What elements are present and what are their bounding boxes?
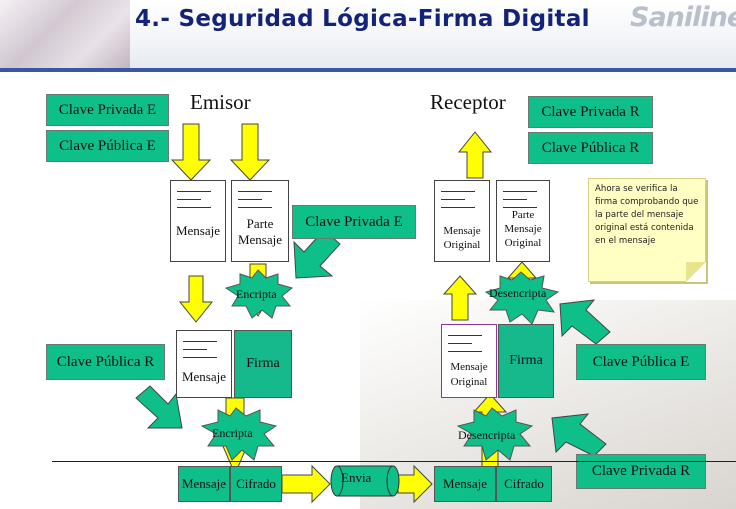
parte-mensaje-label-receptor: Mensaje xyxy=(504,223,542,235)
mensaje-original2-label-1: Mensaje xyxy=(450,361,488,373)
receptor-cifrado-cell: Cifrado xyxy=(496,466,552,502)
mensaje2-document: Mensaje xyxy=(176,330,232,398)
parte-mensaje-original-document: Parte Mensaje Original xyxy=(496,180,550,262)
envia-label: Envia xyxy=(341,470,372,485)
clave-publica-e-box-receptor: Clave Pública E xyxy=(576,344,706,380)
arrow-down-icon xyxy=(178,275,214,323)
slide-title: 4.- Seguridad Lógica-Firma Digital xyxy=(135,6,590,32)
arrow-down-icon xyxy=(170,123,212,181)
parte-label: Parte xyxy=(246,216,274,231)
firma-box: Firma xyxy=(234,330,292,398)
mensaje-original-document: Mensaje Original xyxy=(434,180,490,262)
document-lines xyxy=(177,191,211,215)
arrow-diagonal-icon xyxy=(551,413,607,457)
desencripta-top-burst xyxy=(484,271,560,325)
emisor-mensaje-cell: Mensaje xyxy=(178,466,230,502)
clave-privada-e-box: Clave Privada E xyxy=(46,94,169,126)
encripta-bottom-burst xyxy=(200,407,278,461)
verification-note: Ahora se verifica la firma comprobando q… xyxy=(588,178,706,282)
arrow-diagonal-icon xyxy=(559,299,611,345)
clave-privada-r-bottom-box: Clave Privada R xyxy=(576,454,706,489)
document-lines xyxy=(238,191,272,215)
mensaje2-label: Mensaje xyxy=(181,369,227,384)
desencripta-top-label: Desencripta xyxy=(489,286,547,300)
document-lines xyxy=(183,341,217,365)
clave-publica-r-box: Clave Pública R xyxy=(46,344,165,380)
mensaje-document: Mensaje xyxy=(170,180,226,262)
emisor-cifrado-cell: Cifrado xyxy=(230,466,282,502)
header-photo xyxy=(0,0,130,68)
emisor-heading: Emisor xyxy=(190,90,251,114)
desencripta-bottom-label: Desencripta xyxy=(458,428,516,442)
channel-line xyxy=(52,461,736,462)
arrow-up-icon xyxy=(442,275,478,321)
clave-publica-e-box: Clave Pública E xyxy=(46,130,169,162)
arrow-down-icon xyxy=(229,123,271,181)
header-rule xyxy=(0,68,736,72)
mensaje-original2-document: Mensaje Original xyxy=(441,324,497,398)
encripta-bottom-label: Encripta xyxy=(212,426,253,440)
document-lines xyxy=(503,191,537,215)
document-lines xyxy=(448,335,482,359)
envia-cylinder xyxy=(330,465,400,497)
parte-mensaje-label: Mensaje xyxy=(237,232,283,247)
firma-box-receptor: Firma xyxy=(498,324,554,398)
clave-privada-e-side-box: Clave Privada E xyxy=(292,205,416,239)
receptor-heading: Receptor xyxy=(430,90,506,114)
clave-publica-r-box-receptor: Clave Pública R xyxy=(528,132,653,164)
arrow-up-icon xyxy=(457,131,493,179)
mensaje-original2-label-2: Original xyxy=(450,376,488,388)
arrow-diagonal-icon xyxy=(135,385,183,429)
desencripta-bottom-burst xyxy=(456,407,534,461)
encripta-top-label: Encripta xyxy=(236,287,277,301)
arrow-right-icon xyxy=(281,464,331,504)
mensaje-label: Mensaje xyxy=(175,223,221,238)
receptor-mensaje-cell: Mensaje xyxy=(434,466,496,502)
parte-label-receptor: Parte xyxy=(511,209,535,221)
slide-header: 4.- Seguridad Lógica-Firma Digital Sanil… xyxy=(0,0,736,72)
arrow-right-icon xyxy=(397,464,433,504)
mensaje-original-label-2: Original xyxy=(443,239,481,251)
document-lines xyxy=(441,191,475,215)
mensaje-original-label-1: Mensaje xyxy=(443,225,481,237)
parte-original-label-receptor: Original xyxy=(504,237,542,249)
clave-privada-r-box: Clave Privada R xyxy=(528,96,653,128)
parte-mensaje-document: Parte Mensaje xyxy=(231,180,289,262)
company-logo: Saniline xyxy=(630,2,736,33)
encripta-top-burst xyxy=(224,269,294,319)
